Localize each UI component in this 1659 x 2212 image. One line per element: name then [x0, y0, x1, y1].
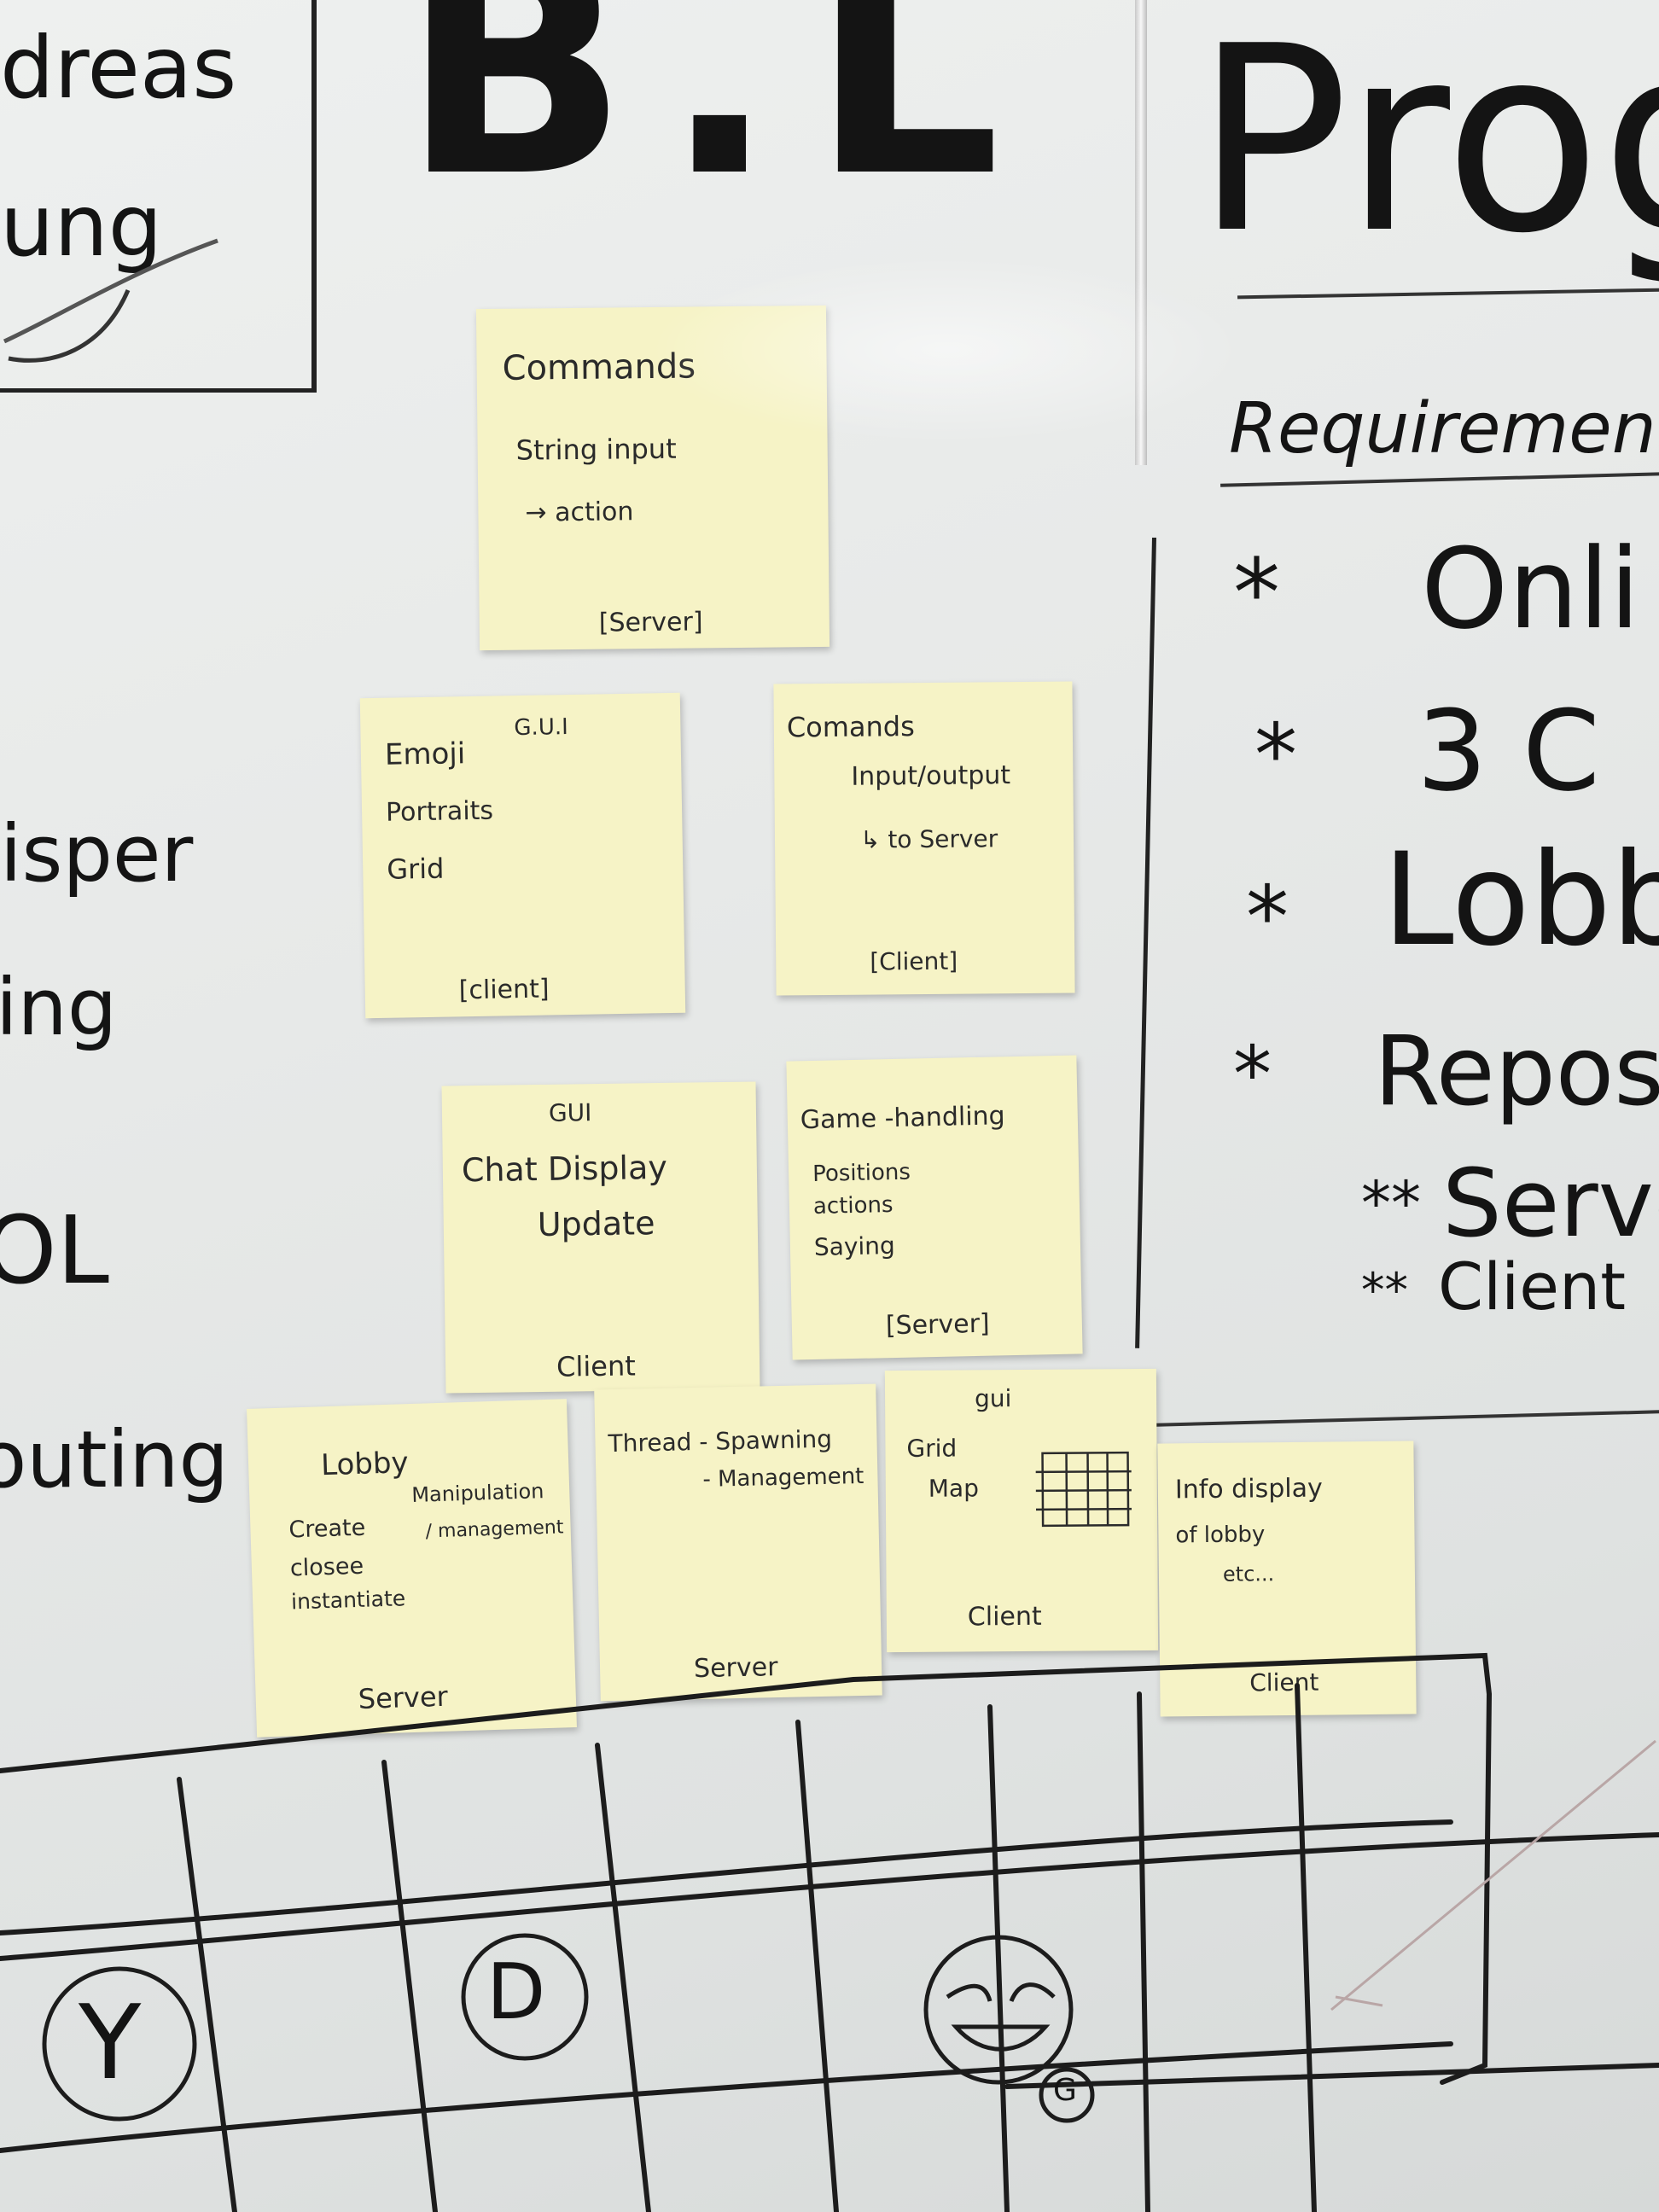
scribble-icon — [3, 238, 218, 363]
left-word-4: outing — [0, 1414, 229, 1505]
requirement-item-3: Lobb — [1382, 826, 1659, 975]
left-word-2: ing — [0, 962, 118, 1053]
requirement-star: * — [1254, 705, 1297, 805]
light-glare — [649, 256, 1246, 444]
requirements-heading: Requirements — [1229, 388, 1659, 469]
grid-letter-g: G — [1053, 2073, 1077, 2108]
grid-letter-y: Y — [79, 1984, 142, 2103]
grid-letter-d: D — [486, 1947, 546, 2037]
requirement-item-4: Reposit — [1374, 1016, 1659, 1127]
sticky-note-gui-grid: gui Grid Map Client — [884, 1368, 1159, 1653]
requirement-sub-1: Server — [1442, 1149, 1659, 1258]
requirement-star: * — [1246, 867, 1289, 967]
requirement-star: * — [1233, 538, 1280, 648]
requirement-sub-2: Client — [1438, 1249, 1627, 1324]
grid-sketch-icon — [1035, 1451, 1132, 1528]
left-box-frame — [0, 0, 317, 393]
requirement-star: * — [1233, 1030, 1272, 1120]
left-word-1: isper — [0, 808, 194, 899]
requirement-double-star: ** — [1361, 1168, 1421, 1238]
board-title-right: Progr — [1195, 0, 1659, 289]
requirement-double-star: ** — [1361, 1263, 1408, 1318]
left-box-line-2: ung — [0, 176, 163, 276]
board-title-initials: B.L — [401, 0, 1035, 242]
requirement-item-2: 3 C — [1417, 686, 1600, 816]
left-box-line-1: dreas — [0, 18, 237, 118]
requirement-item-1: Onli — [1421, 524, 1640, 654]
left-word-3: OL — [0, 1196, 109, 1305]
